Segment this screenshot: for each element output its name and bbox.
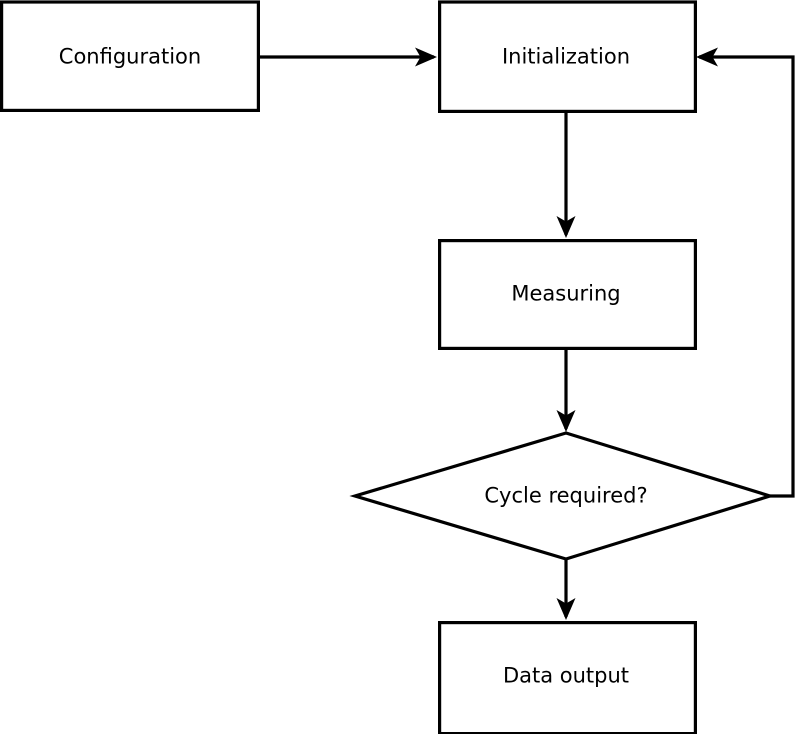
node-cycle-required-shape[interactable]: [349, 431, 776, 561]
edge-measuring-to-cycle-required: [556, 349, 576, 432]
node-initialization[interactable]: Initialization: [438, 0, 698, 114]
node-configuration-shape[interactable]: [0, 0, 260, 113]
arrow-head-down-icon: [556, 598, 576, 620]
edge-line-cycle-required-to-initialization-feedback: [699, 55, 795, 498]
arrow-head-left-icon: [696, 47, 718, 67]
edge-configuration-to-initialization: [259, 47, 437, 67]
node-data-output-shape[interactable]: [438, 620, 698, 734]
node-initialization-shape[interactable]: [438, 0, 698, 114]
edge-initialization-to-measuring: [556, 112, 576, 238]
node-initialization-label: Initialization: [502, 45, 630, 69]
edge-cycle-required-to-initialization-feedback: [696, 47, 795, 498]
node-measuring[interactable]: Measuring: [438, 239, 698, 351]
node-cycle-required[interactable]: Cycle required?: [349, 431, 776, 561]
arrow-head-down-icon: [556, 216, 576, 238]
node-cycle-required-label: Cycle required?: [484, 484, 647, 508]
edge-cycle-required-to-data-output: [556, 559, 576, 620]
node-measuring-label: Measuring: [511, 282, 620, 306]
node-measuring-shape[interactable]: [438, 239, 698, 351]
node-data-output[interactable]: Data output: [438, 620, 698, 734]
arrow-head-down-icon: [556, 410, 576, 432]
arrow-head-right-icon: [415, 47, 437, 67]
node-configuration[interactable]: Configuration: [0, 0, 260, 113]
node-configuration-label: Configuration: [59, 45, 201, 69]
node-data-output-label: Data output: [503, 664, 629, 688]
